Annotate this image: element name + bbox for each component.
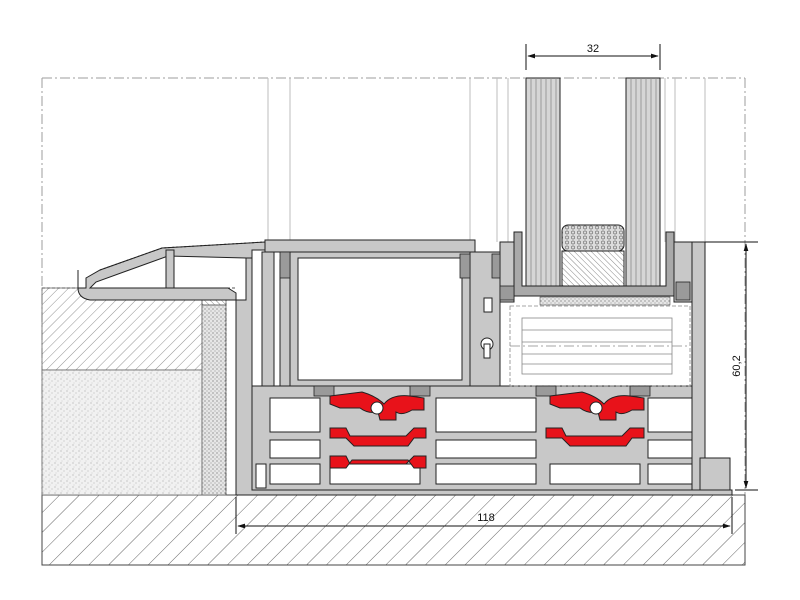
dimension-label-frame-height: 60,2 [731, 355, 743, 376]
thermal-break-left [329, 391, 427, 469]
wall-insulation [41, 287, 236, 496]
dimension-label-glass-width: 32 [587, 43, 599, 55]
cover-serrations [99, 241, 266, 271]
frame-profile [235, 239, 733, 496]
hardware-detail [509, 305, 691, 387]
cover-leg [165, 249, 175, 289]
glazing-unit [499, 77, 693, 303]
seal-gaskets [279, 251, 691, 397]
dimension-frame-height [705, 241, 758, 491]
floor-hatched [41, 494, 746, 566]
dimension-label-frame-width: 118 [477, 512, 495, 524]
glazing-gasket [539, 296, 671, 306]
dimension-frame-width [235, 497, 733, 534]
dimension-glass-width [525, 44, 661, 70]
sash-outline-lines [267, 78, 706, 242]
thermal-break-right [545, 391, 645, 447]
